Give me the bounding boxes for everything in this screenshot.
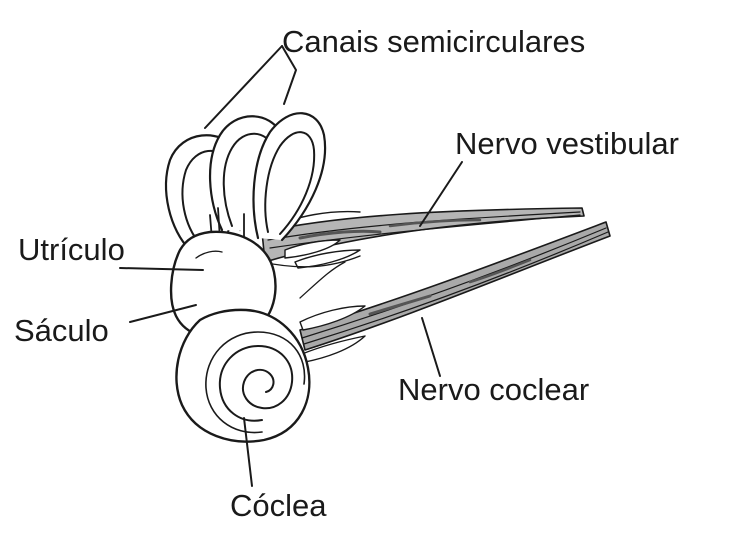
leader-vestibular [419,161,463,227]
label-saculo: Sáculo [14,313,109,348]
leader-lines [119,45,463,487]
label-nervo-coclear: Nervo coclear [398,372,590,407]
leader-coclea [243,417,253,487]
cochlea [175,308,311,443]
leader-coclear [421,317,441,377]
leader-canais-left [204,45,283,129]
label-canais-semicirculares: Canais semicirculares [282,24,586,59]
leader-utriculo [119,267,204,271]
leader-saculo [129,304,197,323]
label-coclea: Cóclea [230,488,327,523]
leader-canais-right [281,45,297,105]
cochlear-nerve [299,221,611,363]
label-utriculo: Utrículo [18,232,125,267]
vestibular-nerve [261,207,585,269]
label-nervo-vestibular: Nervo vestibular [455,126,679,161]
